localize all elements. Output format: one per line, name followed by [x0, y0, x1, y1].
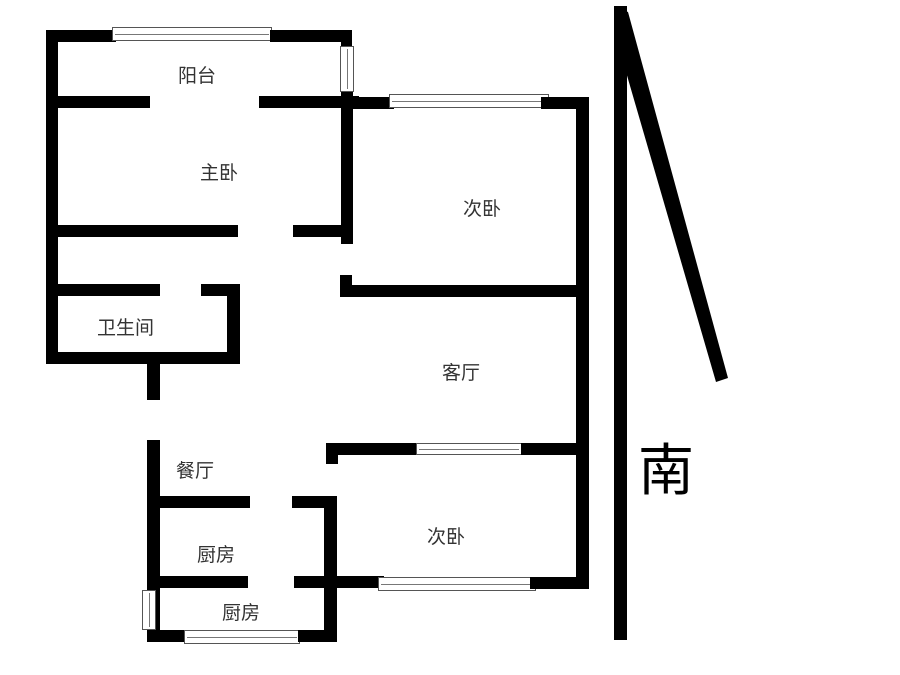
label-master-bedroom: 主卧 — [200, 162, 239, 184]
wall-balcony-divider-left — [46, 96, 150, 108]
label-balcony: 阳台 — [178, 65, 217, 87]
wall-top-left — [46, 30, 116, 42]
wall-left-outer — [46, 30, 58, 364]
wall-bath-right — [227, 284, 240, 364]
wall-kitchen-mid-left — [147, 576, 248, 588]
wall-balcony-right — [341, 30, 352, 46]
wall-top-right — [270, 30, 352, 42]
wall-kitchen-mid-right — [294, 576, 384, 588]
window-kitchen-side — [142, 590, 156, 630]
label-kitchen-lower: 厨房 — [222, 602, 261, 624]
label-second-bedroom-north: 次卧 — [463, 198, 502, 220]
wall-master-bottom-left — [46, 225, 238, 237]
compass-vertical-line — [614, 6, 627, 640]
wall-master-bottom-right — [293, 225, 349, 237]
wall-bath-top-left — [46, 284, 160, 296]
window-balcony-side — [340, 46, 354, 92]
label-kitchen-upper: 厨房 — [197, 544, 236, 566]
wall-bedroom2-top-left — [349, 97, 394, 109]
window-bedroom2-south — [378, 577, 536, 591]
wall-bedroom2-stub — [340, 275, 352, 295]
wall-kitchen-top-left — [147, 496, 250, 508]
window-bedroom2-north — [389, 94, 549, 108]
label-dining-room: 餐厅 — [176, 460, 215, 482]
label-bathroom: 卫生间 — [97, 317, 155, 339]
label-second-bedroom-south: 次卧 — [427, 526, 466, 548]
window-living-interior — [416, 443, 522, 455]
wall-bedroom-south-bottom-right — [530, 577, 589, 589]
wall-bedroom2-bottom — [340, 285, 589, 297]
wall-living-stub — [326, 443, 338, 464]
compass-arrow-icon — [614, 6, 728, 382]
wall-balcony-divider-right — [259, 96, 359, 108]
wall-kitchen-right — [324, 496, 337, 642]
wall-kitchen-top-right — [292, 496, 334, 508]
wall-east-outer — [576, 97, 589, 589]
wall-living-bottom-right — [521, 443, 589, 455]
wall-kitchen-bottom-right — [298, 630, 337, 642]
wall-living-bottom-left — [326, 443, 418, 455]
wall-master-right — [341, 92, 353, 244]
label-living-room: 客厅 — [442, 362, 481, 384]
wall-dining-left-upper — [147, 362, 160, 400]
compass-south-label: 南 — [638, 439, 694, 504]
wall-kitchen-bottom-left — [147, 630, 189, 642]
window-balcony — [112, 27, 272, 41]
wall-bath-bottom — [46, 352, 240, 364]
window-kitchen-bottom — [184, 630, 300, 644]
